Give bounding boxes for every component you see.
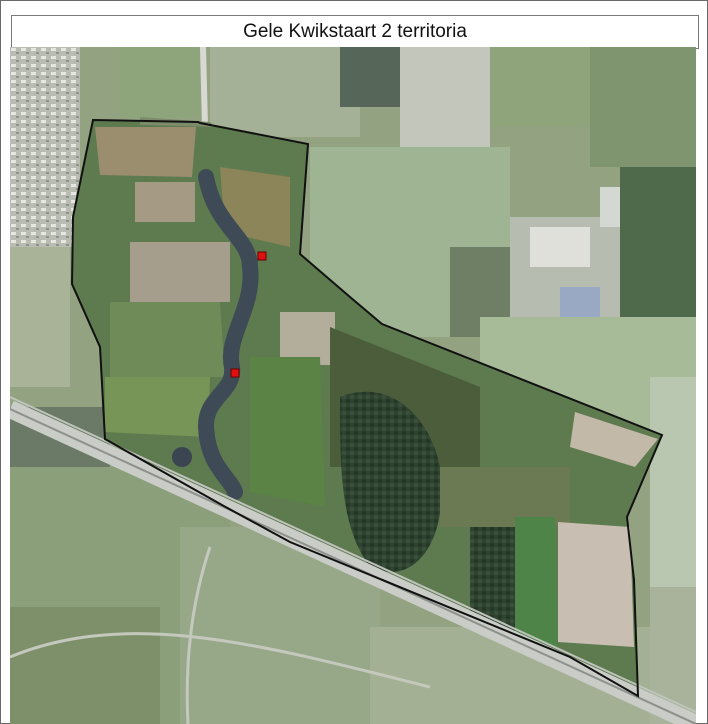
territory-marker	[257, 251, 267, 261]
territory-marker	[230, 368, 240, 378]
aerial-map-graphic	[10, 47, 696, 724]
map-title: Gele Kwikstaart 2 territoria	[11, 15, 699, 49]
territory-markers	[230, 251, 267, 378]
reserve-boundary	[70, 118, 664, 698]
aerial-map	[10, 47, 696, 724]
stream	[198, 169, 259, 500]
nature-reserve-area	[72, 117, 662, 696]
